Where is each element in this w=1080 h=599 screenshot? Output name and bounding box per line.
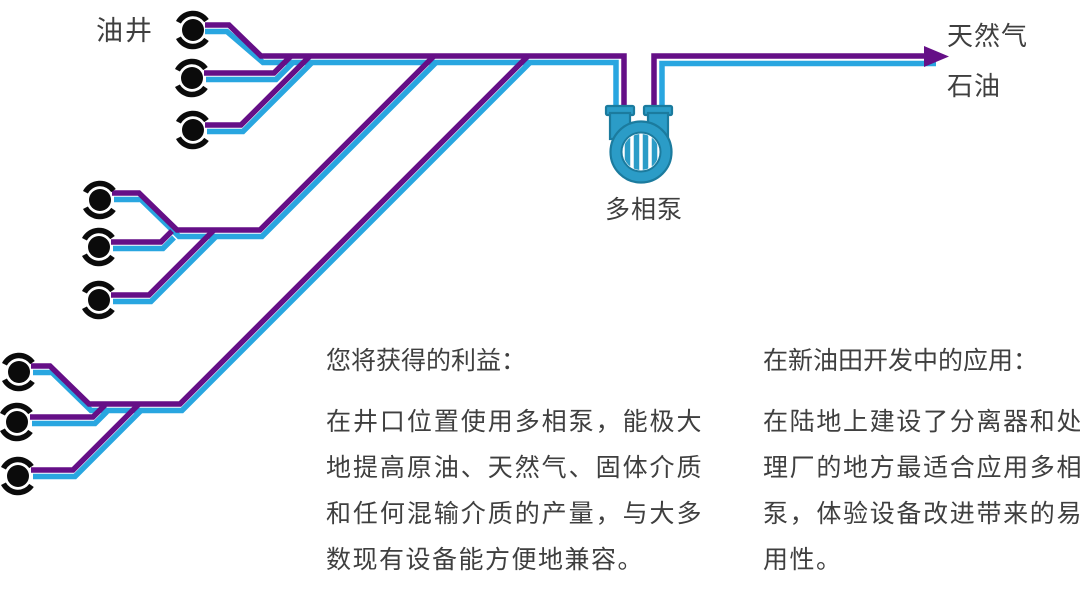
gas-pipe xyxy=(205,28,619,114)
oil-well-icon xyxy=(176,10,209,50)
pipeline-network xyxy=(30,22,936,480)
gas-pipe xyxy=(113,235,176,252)
flow-arrow-icon xyxy=(924,46,949,67)
oil-pipe xyxy=(111,229,174,245)
oil-well-icon xyxy=(82,280,115,320)
benefits-heading: 您将获得的利益： xyxy=(326,348,527,375)
oil-pipe xyxy=(112,54,436,233)
gas-pipe xyxy=(114,60,438,240)
oil-well-icon xyxy=(0,402,33,442)
application-heading: 在新油田开发中的应用： xyxy=(763,348,1039,375)
pump-rotor-bars xyxy=(624,134,658,170)
multiphase-pump-icon xyxy=(604,104,674,184)
oil-well-icon xyxy=(82,227,115,267)
gas-pipe xyxy=(32,409,109,427)
gas-pipe xyxy=(659,60,936,114)
pump-label: 多相泵 xyxy=(605,197,684,224)
oil-pipe xyxy=(30,403,107,420)
oil-well-icon xyxy=(176,110,209,150)
oil-well-icons xyxy=(0,10,209,496)
oil-well-icon xyxy=(2,352,35,392)
oil-well-icon xyxy=(1,456,34,496)
output-gas-label: 天然气 xyxy=(947,22,1029,51)
oil-pipe xyxy=(31,54,530,407)
oil-pipe xyxy=(205,54,312,128)
oil-well-icon xyxy=(83,180,116,220)
oil-well-icon xyxy=(175,58,208,98)
oil-pipe xyxy=(111,228,216,298)
gas-pipe xyxy=(33,408,143,480)
gas-pipe xyxy=(113,234,218,305)
gas-pipe xyxy=(33,60,532,414)
gas-pipe xyxy=(207,60,314,135)
oil-pipe xyxy=(205,22,627,114)
oil-pipe xyxy=(651,53,928,114)
application-body: 在陆地上建设了分离器和处理厂的地方最适合应用多相泵，体验设备改进带来的易用性。 xyxy=(763,409,1080,574)
output-oil-label: 石油 xyxy=(947,72,1002,101)
oil-pipe xyxy=(31,402,141,473)
oil-wells-label: 油井 xyxy=(96,16,154,46)
benefits-body: 在井口位置使用多相泵，能极大地提高原油、天然气、固体介质和任何混输介质的产量，与… xyxy=(326,409,703,574)
gas-pipe xyxy=(206,60,295,83)
oil-pipe xyxy=(204,54,293,76)
